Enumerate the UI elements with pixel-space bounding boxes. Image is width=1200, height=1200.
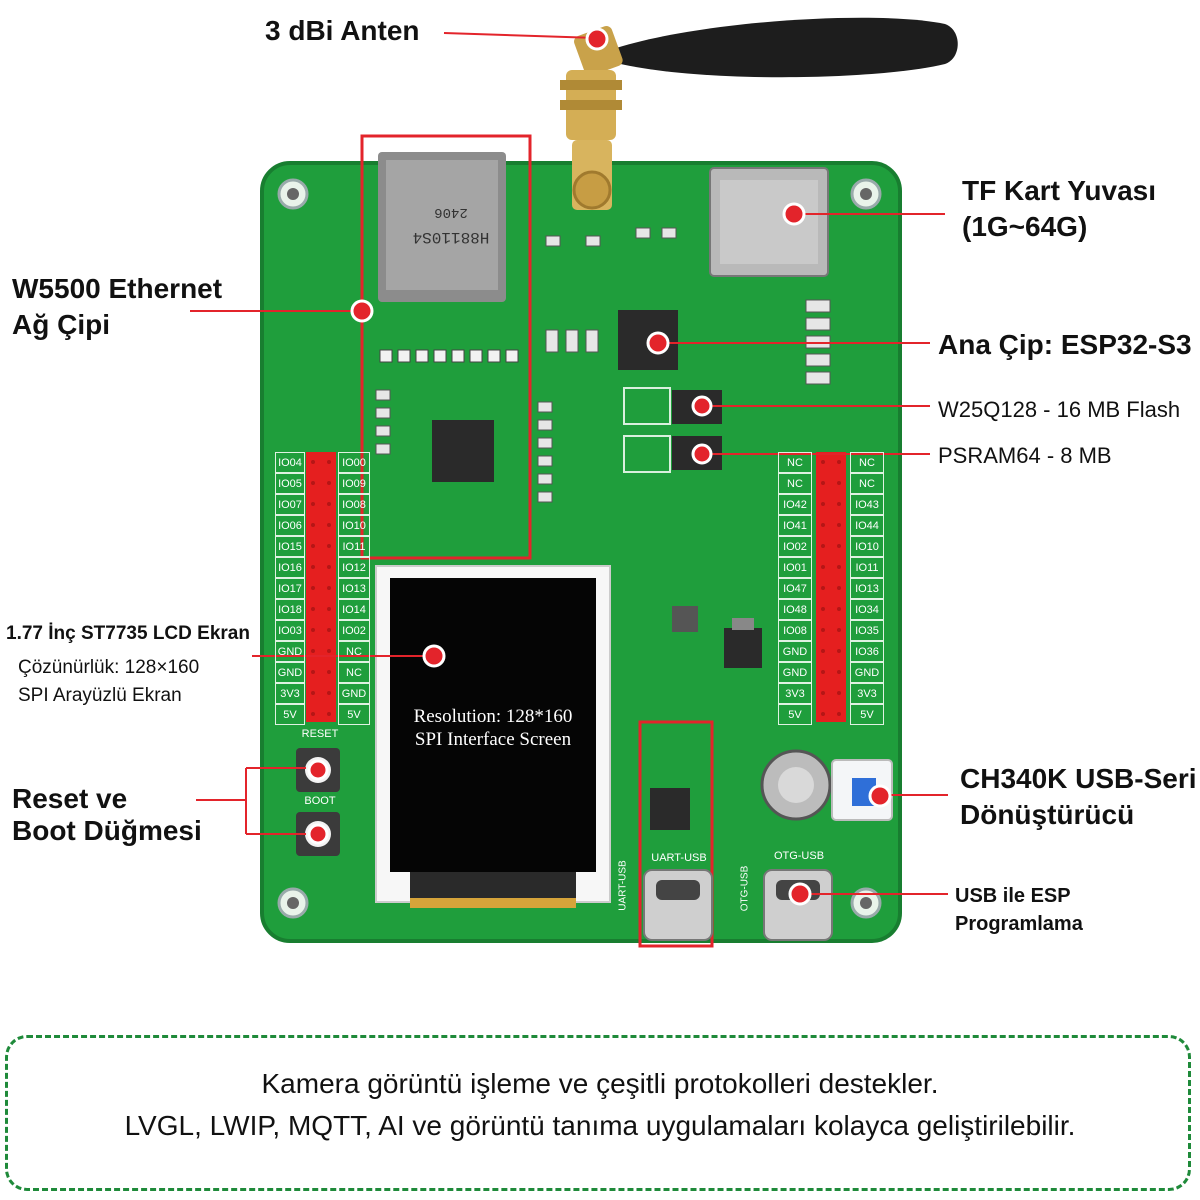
header-pin-label: IO47 [778,578,812,599]
header-pin-label: 5V [338,704,370,725]
otg-usb-side-label: OTG-USB [739,865,751,912]
header-pin-label: NC [850,452,884,473]
header-pin-label: IO08 [778,620,812,641]
header-pin-label: IO10 [850,536,884,557]
header-pin-label: IO05 [275,473,305,494]
header-pin-label: IO36 [850,641,884,662]
header-pin-label: NC [850,473,884,494]
tf-card-callout-line1: TF Kart Yuvası [962,175,1157,206]
header-pin-label: IO06 [275,515,305,536]
header-pin-label: IO43 [850,494,884,515]
header-pin-label: IO11 [850,557,884,578]
header-pin-label: IO13 [850,578,884,599]
lcd-screen-line1: Resolution: 128*160 [413,706,573,727]
header-pin-label: IO35 [850,620,884,641]
antenna-callout: 3 dBi Anten [265,15,420,46]
ethernet-chip-text: H88110S4 [412,228,490,246]
header-pin-label: IO12 [338,557,370,578]
header-pin-label: 5V [778,704,812,725]
header-pin-label: GND [778,662,812,683]
header-pin-label: IO08 [338,494,370,515]
ch340k-chip [650,788,690,830]
psram-callout: PSRAM64 - 8 MB [938,443,1112,468]
header-pin-label: IO44 [850,515,884,536]
ethernet-callout-line1: W5500 Ethernet [12,273,223,304]
header-pin-label: 3V3 [275,683,305,704]
header-pin-label: IO01 [778,557,812,578]
header-pin-label: GND [850,662,884,683]
description-line1: Kamera görüntü işleme ve çeşitli protoko… [261,1068,939,1099]
header-pin-label: IO00 [338,452,370,473]
ethernet-chip-date: 2406 [434,204,468,220]
header-pin-label: GND [338,683,370,704]
flash-callout: W25Q128 - 16 MB Flash [938,397,1181,422]
header-pin-label: NC [778,473,812,494]
header-pin-label: 5V [275,704,305,725]
header-pin-label: IO02 [338,620,370,641]
header-pin-label: IO11 [338,536,370,557]
main-chip-callout: Ana Çip: ESP32-S3 [938,329,1192,360]
header-pin-label: IO14 [338,599,370,620]
right-header-pins [816,452,846,722]
header-pin-label: IO10 [338,515,370,536]
header-pin-label: IO34 [850,599,884,620]
w5500-chip [432,420,494,482]
description-line2: LVGL, LWIP, MQTT, AI ve görüntü tanıma u… [124,1110,1076,1141]
header-pin-label: NC [778,452,812,473]
header-pin-label: IO17 [275,578,305,599]
header-pin-label: GND [275,662,305,683]
header-pin-label: 5V [850,704,884,725]
header-pin-label: GND [275,641,305,662]
lcd-callout-line2: Çözünürlük: 128×160 [18,657,200,678]
inductor [672,606,698,632]
header-pin-label: GND [778,641,812,662]
buttons-callout-line2: Boot Düğmesi [12,815,202,846]
header-pin-label: IO18 [275,599,305,620]
boot-label: BOOT [304,795,336,807]
description-box [5,1035,1191,1191]
callout-dots [307,27,892,906]
header-pin-label: IO04 [275,452,305,473]
header-pin-label: IO41 [778,515,812,536]
antenna [560,17,958,210]
left-header-pins [306,452,336,722]
reset-label: RESET [301,728,339,740]
ethernet-callout-line2: Ağ Çipi [12,309,110,340]
header-pin-label: 3V3 [778,683,812,704]
header-pin-label: IO42 [778,494,812,515]
usb-serial-callout-line2: Dönüştürücü [960,799,1135,830]
lcd-screen-line2: SPI Interface Screen [414,729,572,750]
usb-program-callout: USB ile ESP Programlama [955,885,1083,935]
lcd-screen [390,578,596,872]
header-pin-label: IO07 [275,494,305,515]
uart-usb-side-label: UART-USB [617,860,629,911]
callout-lines [190,32,948,895]
mounting-holes [277,178,882,919]
header-pin-label: IO16 [275,557,305,578]
header-pin-label: NC [338,641,370,662]
usb-serial-callout-line1: CH340K USB-Seri [960,763,1197,794]
voltage-regulator [724,628,762,668]
header-pin-label: IO48 [778,599,812,620]
header-pin-label: IO13 [338,578,370,599]
header-pin-label: IO15 [275,536,305,557]
tf-card-callout-line2: (1G~64G) [962,211,1088,242]
uart-usb-label: UART-USB [651,852,707,864]
header-pin-label: NC [338,662,370,683]
header-pin-label: IO02 [778,536,812,557]
otg-usb-label: OTG-USB [773,850,825,862]
header-pin-label: 3V3 [850,683,884,704]
header-pin-label: IO09 [338,473,370,494]
buttons-callout-line1: Reset ve [12,783,128,814]
header-pin-label: IO03 [275,620,305,641]
lcd-callout-line3: SPI Arayüzlü Ekran [18,685,182,706]
lcd-callout-line1: 1.77 İnç ST7735 LCD Ekran [6,623,250,644]
